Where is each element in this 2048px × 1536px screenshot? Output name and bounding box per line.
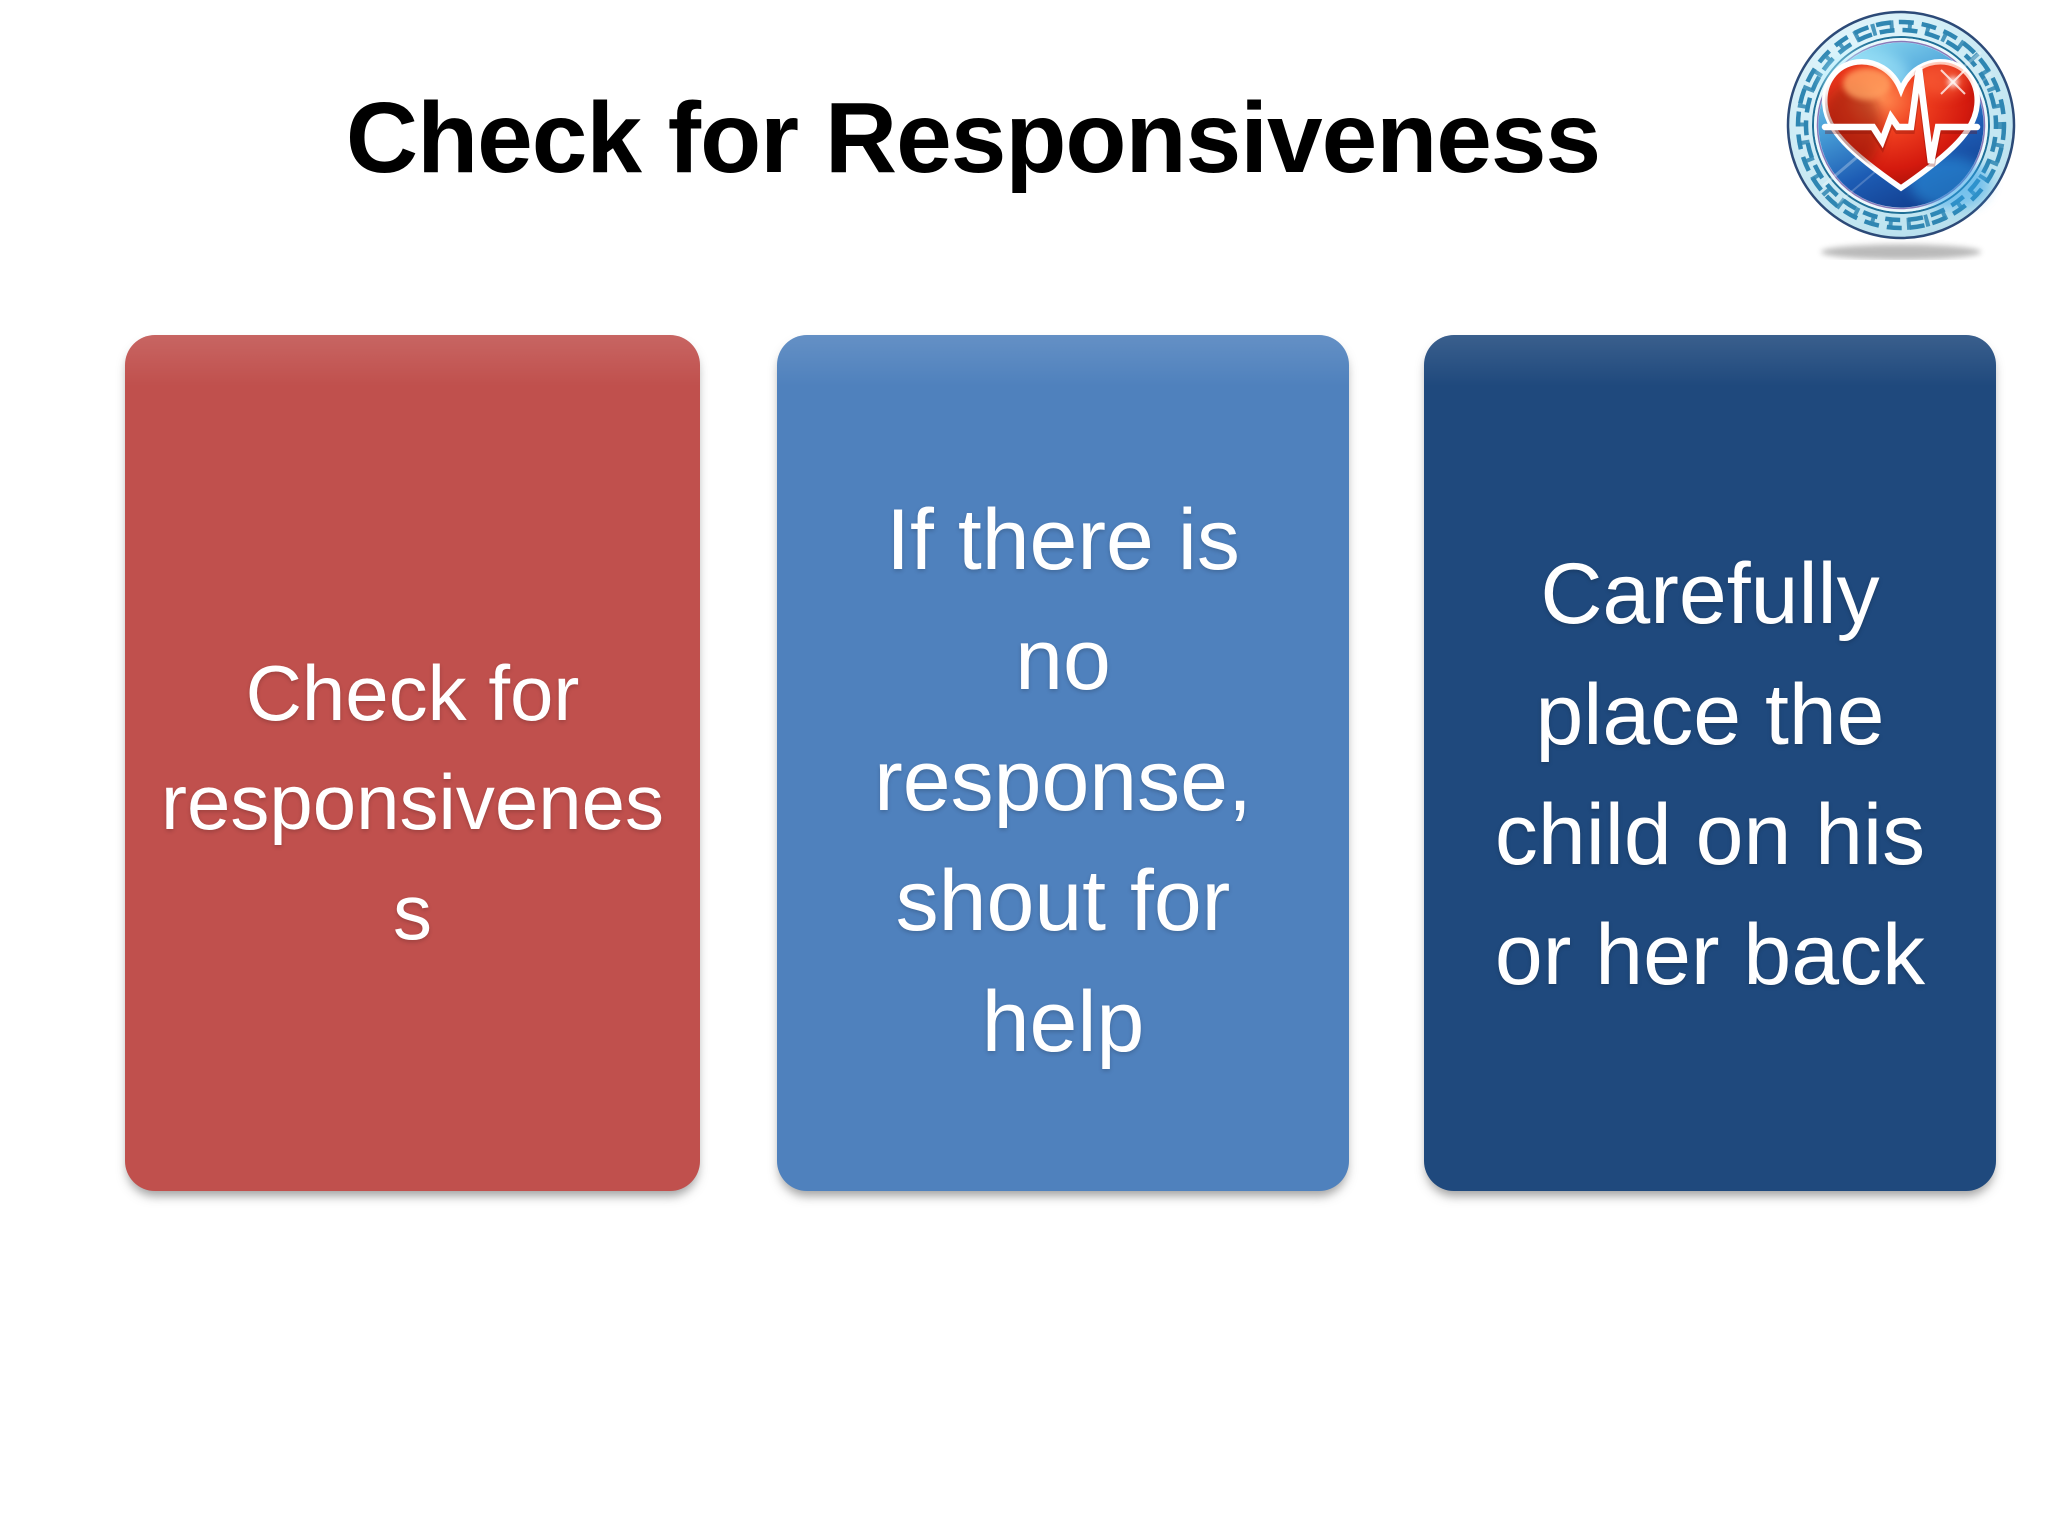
heart-ekg-logo — [1786, 10, 2016, 260]
card-step-1-text: Check for responsivenes s — [161, 649, 664, 956]
logo-shadow — [1821, 244, 1981, 260]
card-step-3-place-child-on-back: Carefully place the child on his or her … — [1424, 335, 1996, 1191]
ekg-line — [1821, 67, 1981, 167]
card-step-2-text: If there is no response, shout for help — [874, 492, 1252, 1070]
sparkle-icon — [1933, 62, 1973, 102]
card-step-3-text: Carefully place the child on his or her … — [1494, 546, 1926, 1004]
card-step-1-check-responsiveness: Check for responsivenes s — [125, 335, 700, 1191]
card-step-2-shout-for-help: If there is no response, shout for help — [777, 335, 1349, 1191]
page-title: Check for Responsiveness — [345, 82, 1601, 194]
